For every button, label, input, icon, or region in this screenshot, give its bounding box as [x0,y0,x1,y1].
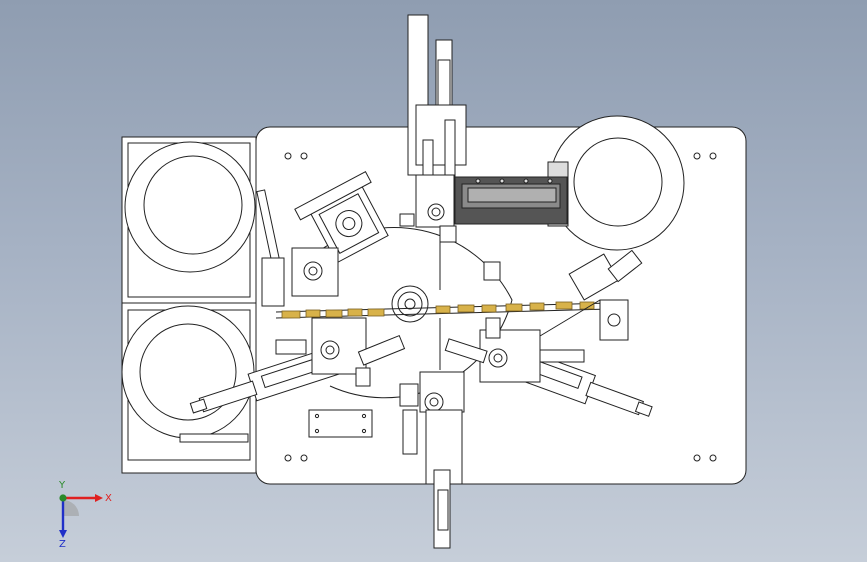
label-plate [308,409,373,438]
left-gripper-block[interactable] [256,189,339,307]
z-axis-arrowhead [59,530,67,538]
left-lower-angled-actuator[interactable] [187,317,406,421]
y-axis-label: Y [58,480,66,491]
mounting-holes [284,152,717,462]
left-feeder-upper[interactable] [121,136,257,304]
x-axis-label: X [105,493,112,504]
z-axis-label: Z [59,539,66,548]
parts-on-rail [281,301,595,319]
upper-left-rotated-block[interactable] [294,170,397,269]
transfer-rail[interactable] [275,301,611,319]
right-feeder-bowl[interactable] [549,115,685,251]
right-lower-angled-actuator[interactable] [444,317,655,426]
x-axis-arrowhead [95,494,103,502]
top-vertical-actuator[interactable] [407,14,467,243]
y-axis-dot [59,494,67,502]
table-clamps[interactable] [355,213,501,387]
coordinate-triad: X Y Z [58,480,112,548]
bottom-vertical-actuator[interactable] [399,371,465,549]
right-upper-tilted-actuator[interactable] [529,249,643,343]
guard-housing[interactable] [454,161,569,227]
